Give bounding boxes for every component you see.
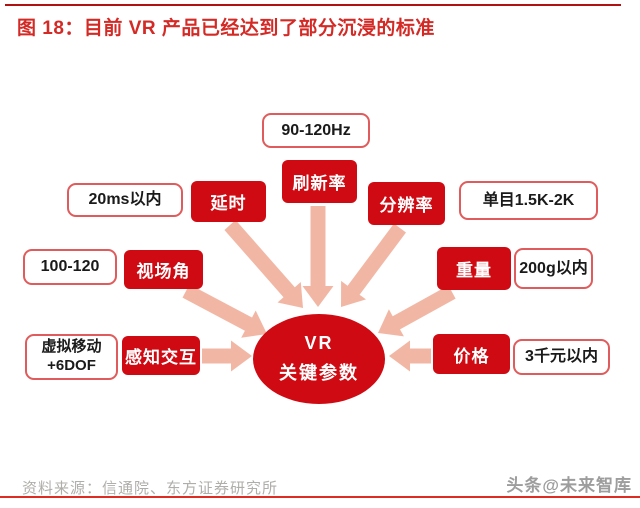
node-refresh-rate-label: 刷新率 xyxy=(282,160,357,203)
arrow-fov xyxy=(182,284,267,338)
node-resolution-label: 分辨率 xyxy=(368,182,445,225)
value-latency: 20ms以内 xyxy=(67,183,183,217)
arrow-latency xyxy=(224,220,303,308)
arrow-resolution xyxy=(341,223,406,307)
value-refresh-rate: 90-120Hz xyxy=(262,113,370,148)
node-field-of-view-label: 视场角 xyxy=(124,250,203,289)
watermark-label: 头条@未来智库 xyxy=(506,476,632,495)
node-weight-label: 重量 xyxy=(437,247,511,290)
center-hub-line1: VR xyxy=(304,333,334,353)
center-hub: VR 关键参数 xyxy=(253,314,385,404)
source-note: 资料来源：信通院、东方证券研究所 xyxy=(22,480,279,497)
arrow-price xyxy=(389,340,431,372)
center-hub-line2: 关键参数 xyxy=(279,363,359,383)
bottom-divider xyxy=(0,496,640,498)
node-interaction-label: 感知交互 xyxy=(122,336,200,375)
value-resolution: 单目1.5K-2K xyxy=(459,181,598,220)
value-field-of-view: 100-120 xyxy=(23,249,117,285)
value-price: 3千元以内 xyxy=(513,339,610,375)
node-price-label: 价格 xyxy=(433,334,510,374)
arrow-interaction xyxy=(202,340,252,372)
figure-title: 图 18：目前 VR 产品已经达到了部分沉浸的标准 xyxy=(17,18,435,39)
value-interaction: 虚拟移动 +6DOF xyxy=(25,334,118,380)
node-latency-label: 延时 xyxy=(191,181,266,222)
value-weight: 200g以内 xyxy=(514,248,593,289)
top-divider xyxy=(5,4,621,6)
arrow-weight xyxy=(378,285,456,337)
arrow-refresh xyxy=(302,206,334,307)
